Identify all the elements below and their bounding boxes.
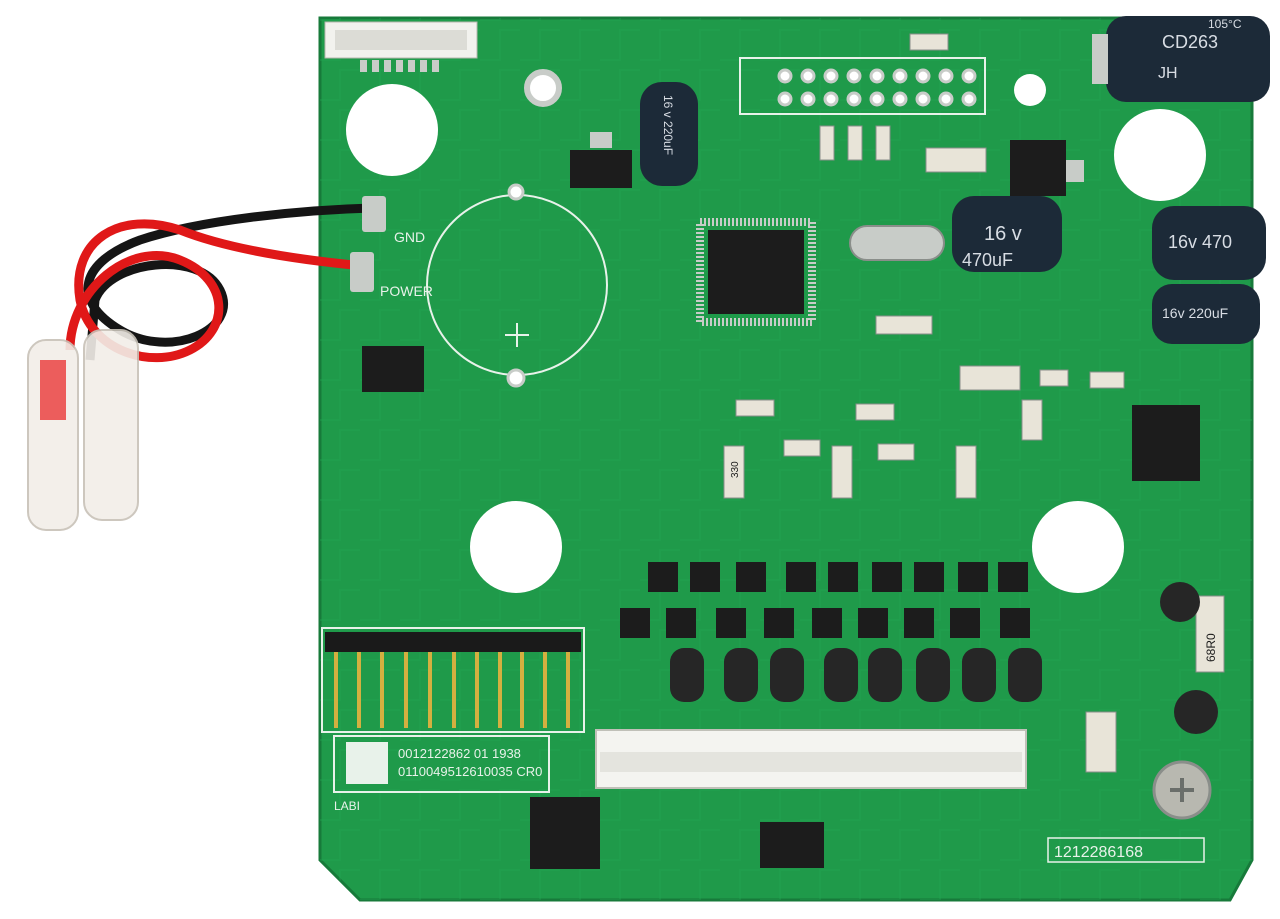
small-ics — [362, 346, 1200, 869]
capacitors: CD263 JH 105°C 16 v 220uF 16 v 470uF 16v… — [640, 16, 1270, 344]
top-ribbon-connector — [324, 21, 478, 72]
voltage-regulators — [570, 132, 1084, 196]
crystal-oscillator — [849, 225, 945, 261]
resistor-330: 330 — [730, 461, 741, 478]
power-label: POWER — [380, 283, 433, 299]
capacitor-right-mid: 16v 470 — [1152, 206, 1266, 280]
capacitor-marking: CD263 — [1162, 32, 1218, 52]
capacitor-small-top: 16 v 220uF — [640, 82, 698, 186]
board-code: 1212286168 — [1054, 844, 1143, 861]
pin-header-pads — [739, 57, 986, 115]
capacitor-small-rating: 16 v 220uF — [661, 95, 675, 155]
transistor-array — [620, 562, 1030, 638]
serial-line-2: 0110049512610035 CR0 — [398, 764, 542, 779]
capacitor-large-capacitance: 470uF — [962, 250, 1013, 270]
capacitor-right-low-rating: 16v 220uF — [1162, 305, 1228, 321]
silkscreen-labels: GND POWER LABI 0012122862 01 1938 011004… — [333, 229, 1218, 863]
wire-terminals — [27, 329, 139, 531]
serial-line-1: 0012122862 01 1938 — [398, 746, 521, 761]
coin-cell-holder-outline — [426, 183, 608, 388]
power-wires — [27, 203, 373, 531]
wire-solder-pads — [350, 196, 386, 292]
microcontroller-chip — [696, 218, 816, 326]
capacitor-top-right: CD263 JH 105°C — [1092, 16, 1270, 102]
resistor-68r0: 68R0 — [1204, 633, 1218, 662]
capacitor-brand: JH — [1158, 65, 1178, 82]
capacitor-right-mid-rating: 16v 470 — [1168, 232, 1232, 252]
gnd-label: GND — [394, 229, 425, 245]
screw — [1152, 760, 1212, 820]
capacitor-right-low: 16v 220uF — [1152, 284, 1260, 344]
lab-label: LABI — [334, 799, 360, 813]
to92-transistors — [670, 582, 1218, 734]
capacitor-large-voltage: 16 v — [984, 223, 1022, 245]
capacitor-large-mid: 16 v 470uF — [952, 196, 1062, 272]
smd-components — [723, 33, 1225, 773]
gold-pin-header — [321, 627, 585, 733]
mounting-holes — [346, 69, 1206, 593]
capacitor-temp: 105°C — [1208, 17, 1242, 31]
bottom-white-connector — [595, 729, 1027, 789]
